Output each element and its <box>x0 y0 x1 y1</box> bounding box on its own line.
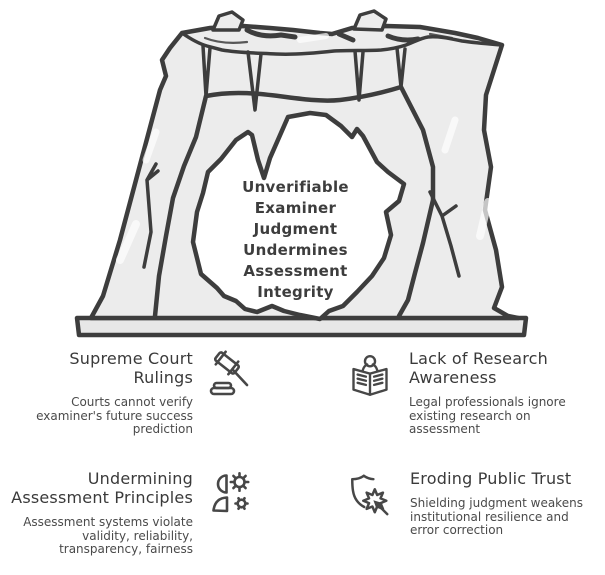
right-crack <box>428 190 461 278</box>
feature-lack-of-research-awareness: Lack of Research Awareness Legal profess… <box>348 349 584 437</box>
left-crack <box>142 162 160 269</box>
central-message: Unverifiable Examiner Judgment Undermine… <box>242 178 349 301</box>
boulder <box>211 10 245 32</box>
feature-title: Eroding Public Trust <box>410 469 572 488</box>
feature-eroding-public-trust: Eroding Public Trust Shielding judgment … <box>347 469 595 538</box>
feature-title: Lack of Research Awareness <box>409 349 548 387</box>
iceberg-mountain-illustration <box>74 9 529 338</box>
feature-supreme-court-rulings: Supreme Court Rulings Courts cannot veri… <box>28 349 254 437</box>
feature-title: Undermining Assessment Principles <box>11 469 193 507</box>
rock-spike <box>246 50 263 112</box>
base-slab <box>74 315 529 338</box>
feature-description: Legal professionals ignore existing rese… <box>409 395 566 436</box>
boulder <box>352 9 388 32</box>
gavel-icon <box>209 350 249 396</box>
reading-person-icon <box>352 355 388 396</box>
shield-burst-icon <box>351 474 389 516</box>
feature-description: Shielding judgment weakens institutional… <box>410 496 583 537</box>
feature-title: Supreme Court Rulings <box>69 349 193 387</box>
feature-description: Assessment systems violate validity, rel… <box>23 515 193 556</box>
feature-description: Courts cannot verify examiner's future s… <box>36 395 193 436</box>
person-gears-icon <box>212 472 250 513</box>
cave-opening <box>190 110 407 322</box>
feature-undermining-assessment-principles: Undermining Assessment Principles Assess… <box>8 469 254 557</box>
cave-arch <box>152 84 436 319</box>
rock-spike <box>353 49 365 102</box>
